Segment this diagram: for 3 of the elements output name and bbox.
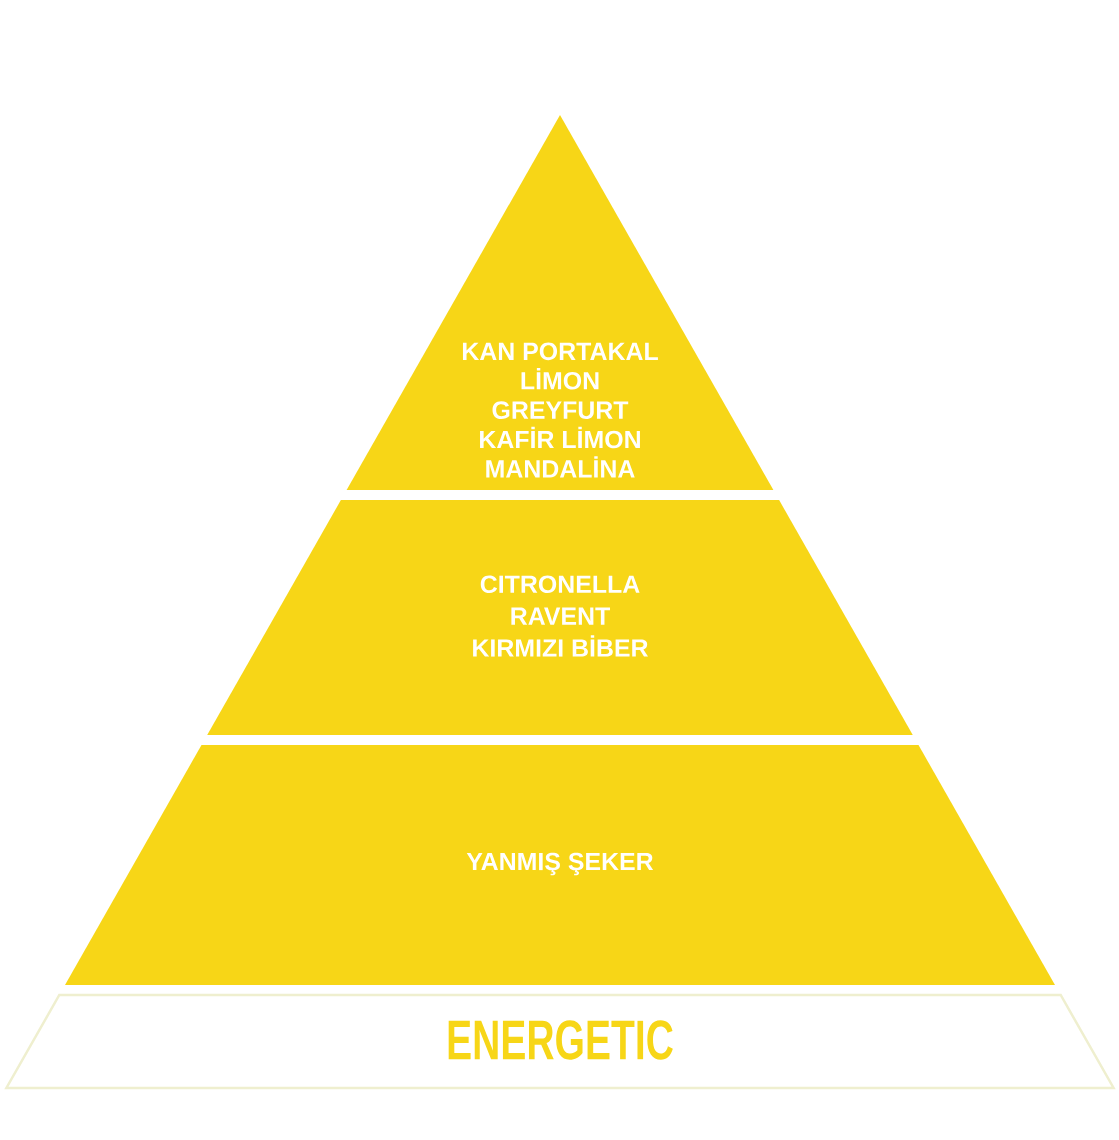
pyramid-top: KAN PORTAKAL LİMON GREYFURT KAFİR LİMON MANDALİNA [346, 115, 774, 490]
pyramid-tier: YANMIŞ ŞEKER [65, 745, 1055, 985]
pyramid-tier: CITRONELLA RAVENT KIRMIZI BİBER [207, 500, 913, 735]
